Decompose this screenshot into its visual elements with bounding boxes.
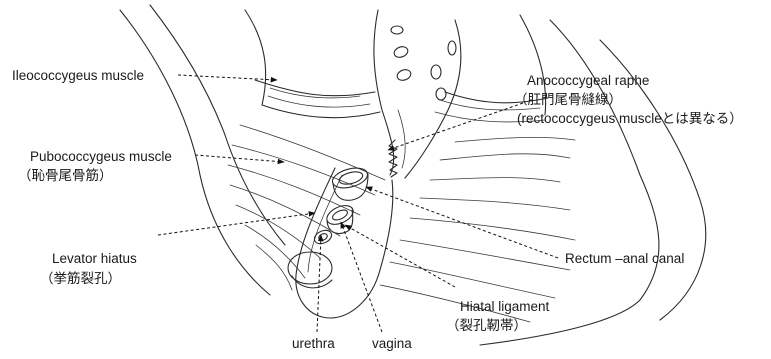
leader-lines — [158, 75, 558, 332]
pelvic-outline — [120, 5, 706, 345]
label-anococcygeal-note: (rectococcygeus muscleとは異なる） — [517, 110, 743, 127]
label-vagina: vagina — [372, 335, 412, 352]
label-rectum: Rectum –anal canal — [565, 250, 684, 267]
label-iliococcygeus: Ileococcygeus muscle — [12, 67, 144, 84]
iliococcygeus-band — [255, 80, 548, 122]
anococcygeal-raphe — [389, 140, 397, 177]
vagina — [324, 202, 356, 234]
rectum-anal-canal — [330, 165, 369, 201]
pubococcygeus-fibres — [228, 125, 575, 322]
label-pubococcygeus-ja: （恥骨尾骨筋） — [18, 167, 113, 184]
label-anococcygeal-en: Anococcygeal raphe — [527, 72, 649, 89]
label-levator-ja: （挙筋裂孔） — [40, 270, 121, 287]
coccyx — [374, 10, 461, 178]
label-levator-en: Levator hiatus — [52, 250, 137, 267]
label-hiatal-en: Hiatal ligament — [460, 298, 549, 315]
label-anococcygeal-ja: （肛門尾骨縫線） — [514, 91, 622, 108]
levator-hiatus — [296, 168, 393, 318]
label-urethra: urethra — [292, 335, 335, 352]
label-pubococcygeus-en: Pubococcygeus muscle — [30, 148, 172, 165]
label-hiatal-ja: （裂孔靭帯） — [446, 317, 527, 334]
